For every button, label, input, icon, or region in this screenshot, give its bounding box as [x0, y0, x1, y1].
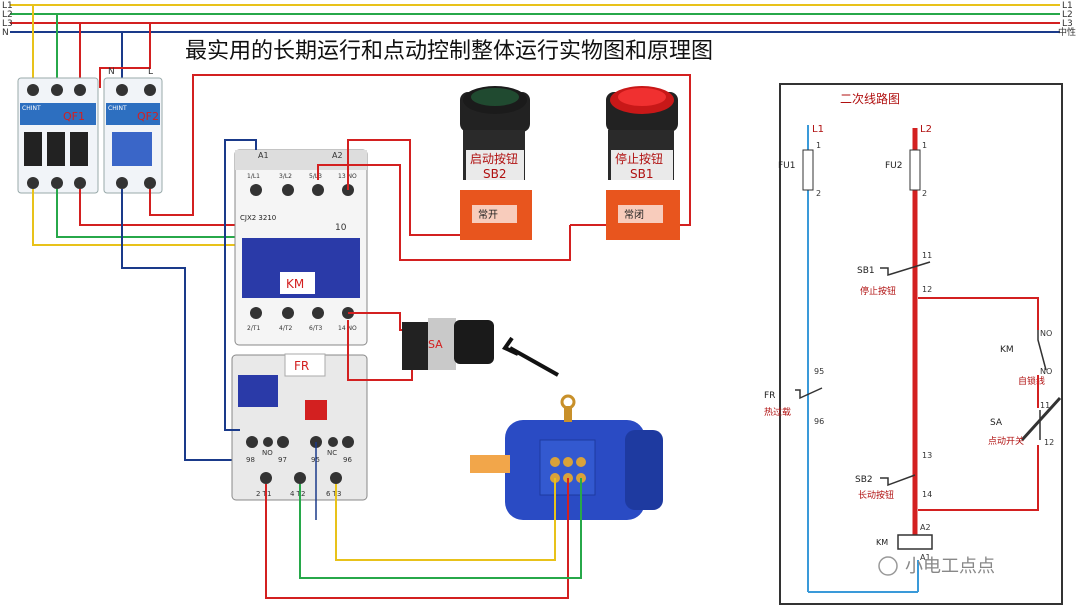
km-a2: A2	[332, 151, 343, 160]
fr-top-term: 97	[278, 456, 287, 464]
sch-km-cn: 自锁线	[1018, 375, 1045, 387]
sch-sb2-cn: 长动按钮	[858, 489, 894, 501]
selector-knob[interactable]	[454, 320, 494, 364]
power-bus: L1 L2 L3 N L1 L2 L3 中性	[2, 1, 1076, 38]
stop-button-title: 停止按钮	[615, 151, 663, 166]
fr-bottom-term: 6 T3	[326, 490, 341, 498]
fr-bottom-term: 4 T2	[290, 490, 305, 498]
sch-term: 95	[814, 367, 824, 376]
stop-button-sb1: 停止按钮 SB1 常闭	[606, 86, 680, 240]
km-bottom-term: 6/T3	[309, 325, 323, 332]
qf2-l-label: L	[148, 67, 153, 77]
sch-km-coil: KM	[876, 538, 888, 547]
qf1-label: QF1	[63, 110, 85, 123]
sch-term: 12	[922, 285, 932, 294]
schematic-title: 二次线路图	[840, 91, 900, 106]
km-aux-number: 10	[335, 223, 347, 233]
contactor-km: A1 A2 1/L1 3/L2 5/L3 13 NO CJX2 3210 10 …	[234, 149, 368, 346]
sch-fu2-term: 1	[922, 141, 927, 150]
sch-term: 96	[814, 417, 824, 426]
qf1-handle[interactable]	[24, 132, 42, 166]
thermal-relay-fr: FR 98 NO 97 95 NC 96 2 T1 4 T2 6 T3	[231, 353, 368, 501]
qf1-brand: CHINT	[22, 105, 41, 112]
km-a1: A1	[258, 151, 269, 160]
sch-term: A2	[920, 523, 931, 532]
sch-fu1-term: 2	[816, 189, 821, 198]
sch-term: A1	[920, 553, 931, 562]
qf2-label: QF2	[137, 110, 159, 123]
bus-left-label: L3	[2, 19, 13, 29]
fr-top-term: 96	[343, 456, 352, 464]
qf2-n-label: N	[108, 67, 115, 77]
sch-sa: SA	[990, 418, 1003, 428]
qf2-handle[interactable]	[112, 132, 152, 166]
stop-button-contact: 常闭	[624, 208, 644, 221]
sch-fu1: FU1	[778, 161, 796, 171]
bus-left-label: L2	[2, 10, 13, 20]
start-button-code: SB2	[483, 167, 506, 181]
schematic-panel: 二次线路图 L1 FU1 1 2 L2 FU2 1 2 SB1 停止按钮 11 …	[764, 83, 1063, 605]
bus-right-label: L2	[1062, 10, 1073, 20]
sch-fr-cn: 热过载	[764, 406, 791, 418]
watermark: 小电工点点	[905, 556, 995, 577]
sch-l2: L2	[920, 124, 932, 135]
km-top-term: 5/L3	[309, 173, 322, 180]
start-button-contact: 常开	[478, 208, 498, 221]
sch-fu2: FU2	[885, 161, 903, 171]
km-top-term: 1/L1	[247, 173, 260, 180]
breaker-qf1: CHINT QF1	[17, 77, 99, 194]
selector-label: SA	[428, 338, 443, 351]
sch-sb2: SB2	[855, 475, 873, 485]
diagram-title: 最实用的长期运行和点动控制整体运行实物图和原理图	[185, 39, 713, 64]
sch-term: 13	[922, 451, 932, 460]
sch-fr: FR	[764, 391, 775, 401]
km-bottom-term: 4/T2	[279, 325, 293, 332]
km-label: KM	[286, 277, 304, 291]
stop-button-code: SB1	[630, 167, 653, 181]
sch-l1: L1	[812, 124, 824, 135]
fr-bottom-term: 2 T1	[256, 490, 271, 498]
sch-term: 11	[1040, 401, 1050, 410]
qf2-brand: CHINT	[108, 105, 127, 112]
sch-no: NO	[1040, 329, 1052, 338]
sch-term: 11	[922, 251, 932, 260]
sch-fu1-term: 1	[816, 141, 821, 150]
km-model: CJX2 3210	[240, 214, 276, 222]
fr-label: FR	[294, 359, 309, 373]
sch-sb1: SB1	[857, 266, 875, 276]
selector-switch-sa: SA	[402, 318, 559, 377]
km-bottom-term: 2/T1	[247, 325, 261, 332]
sch-sb1-cn: 停止按钮	[860, 285, 896, 297]
breaker-qf2: CHINT QF2 N L	[103, 67, 163, 194]
sch-km: KM	[1000, 345, 1014, 355]
fr-top-term: NO	[262, 449, 273, 457]
motor	[470, 394, 663, 520]
bus-left-label: N	[2, 28, 9, 38]
sch-sa-cn: 点动开关	[988, 435, 1024, 447]
motor-wires	[265, 478, 582, 599]
km-top-term: 3/L2	[279, 173, 292, 180]
sch-term: 12	[1044, 438, 1054, 447]
sch-term: 14	[922, 490, 932, 499]
start-button-sb2: 启动按钮 SB2 常开	[460, 86, 532, 240]
bus-right-label: 中性	[1058, 26, 1076, 38]
sch-no: NO	[1040, 367, 1052, 376]
sch-fu2-term: 2	[922, 189, 927, 198]
bus-right-label: L3	[1062, 19, 1073, 29]
fr-top-term: NC	[327, 449, 337, 457]
wechat-icon	[878, 556, 898, 576]
start-button-title: 启动按钮	[470, 151, 518, 166]
bus-left-label: L1	[2, 1, 13, 11]
fr-top-term: 98	[246, 456, 255, 464]
fr-reset-button[interactable]	[305, 400, 327, 420]
bus-drops	[32, 5, 151, 88]
bus-right-label: L1	[1062, 1, 1073, 11]
